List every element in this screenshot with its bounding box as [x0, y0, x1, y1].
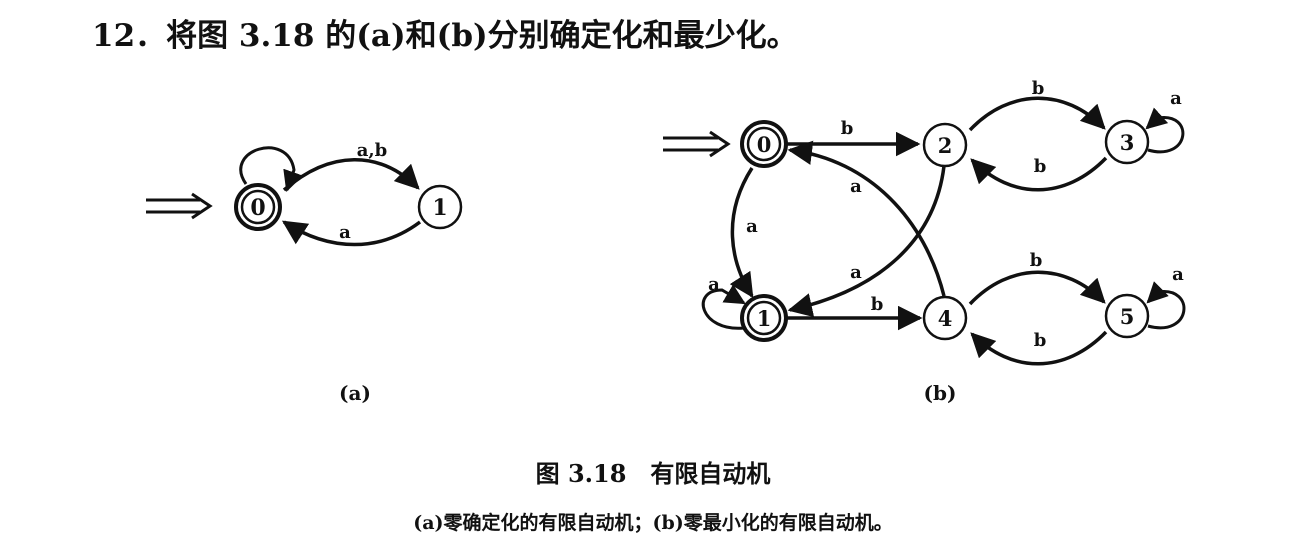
a-label-1-0: a: [339, 222, 351, 243]
figure-caption-title: 图 3.18 有限自动机: [535, 459, 771, 488]
b-label-3-2: b: [1034, 156, 1047, 177]
state-b-3: 3: [1104, 119, 1150, 165]
figure-b-label: (b): [924, 381, 957, 405]
figure-a: [146, 146, 422, 247]
a-edge-0-1: [282, 158, 420, 192]
b-label-2-1: a: [850, 262, 862, 283]
state-b-1: 1: [740, 294, 788, 342]
b-edge-5-5: [1146, 281, 1186, 330]
figure-a-label: (a): [339, 381, 371, 405]
state-b-5-label: 5: [1120, 304, 1135, 329]
b-edge-4-5: [968, 270, 1106, 306]
b-edge-4-0: [787, 140, 946, 297]
state-b-3-label: 3: [1120, 130, 1135, 155]
state-b-1-label: 1: [757, 306, 772, 331]
b-edge-5-4: [970, 330, 1108, 366]
state-a-0-label: 0: [250, 195, 265, 221]
figure-b: [663, 96, 1186, 366]
b-label-1-1: a: [708, 274, 720, 295]
state-b-2: 2: [922, 122, 968, 168]
b-edge-3-2: [970, 156, 1108, 192]
b-edge-0-1: [729, 167, 754, 299]
start-arrow-b: [663, 130, 731, 158]
start-arrow-a: [146, 192, 213, 220]
b-label-0-2: b: [841, 118, 854, 139]
b-label-0-1: a: [746, 216, 758, 237]
state-a-0: 0: [234, 183, 282, 231]
b-edge-2-1: [787, 165, 946, 318]
b-label-5-4: b: [1034, 330, 1047, 351]
a-label-0-1: a,b: [357, 140, 388, 161]
b-label-1-4: b: [871, 294, 884, 315]
state-b-2-label: 2: [938, 133, 953, 158]
state-b-5: 5: [1104, 293, 1150, 339]
b-edge-3-3: [1145, 107, 1185, 154]
a-edge-0-0: [239, 146, 304, 192]
figure-caption-subtitle: (a)零确定化的有限自动机；(b)零最小化的有限自动机。: [413, 512, 893, 534]
state-b-4-label: 4: [938, 306, 953, 331]
b-label-4-5: b: [1030, 250, 1043, 271]
state-b-0-label: 0: [757, 132, 772, 157]
b-edge-1-1: [701, 284, 746, 330]
b-label-5-5: a: [1172, 264, 1184, 285]
state-a-1: 1: [417, 184, 463, 230]
b-label-4-0: a: [850, 176, 862, 197]
state-b-4: 4: [922, 295, 968, 341]
b-label-3-3: a: [1170, 88, 1182, 109]
state-b-0: 0: [740, 120, 788, 168]
a-edge-1-0: [281, 220, 422, 247]
b-label-2-3: b: [1032, 78, 1045, 99]
state-a-1-label: 1: [432, 195, 447, 221]
question-text: 12．将图 3.18 的(a)和(b)分别确定化和最少化。: [92, 18, 798, 54]
b-edge-2-3: [968, 96, 1106, 132]
